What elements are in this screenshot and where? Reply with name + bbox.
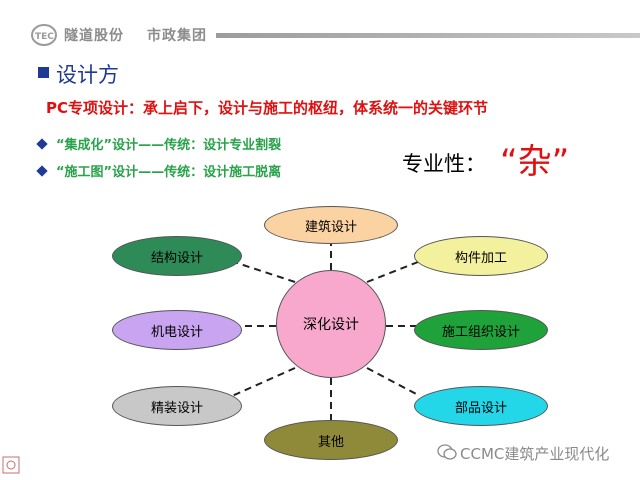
node-architecture-design: 建筑设计	[264, 206, 398, 244]
node-detailed-design-center: 深化设计	[276, 270, 386, 378]
professionalism-label: 专业性：	[402, 152, 486, 176]
node-structure-design: 结构设计	[112, 236, 242, 276]
node-parts-design: 部品设计	[414, 386, 548, 426]
complexity-label: “杂”	[500, 142, 570, 182]
pc-design-statement: PC专项设计：承上启下，设计与施工的枢纽，体系统一的关键环节	[46, 99, 489, 117]
node-mep-design: 机电设计	[112, 310, 242, 350]
node-label: 结构设计	[150, 250, 203, 266]
header: TEC 隧道股份 市政集团	[0, 0, 640, 46]
connector-lower-right	[366, 367, 421, 397]
company-name-1: 隧道股份	[64, 28, 124, 44]
node-construction-org-design: 施工组织设计	[414, 310, 548, 350]
node-label: 部品设计	[454, 400, 507, 416]
node-label: 机电设计	[150, 324, 203, 340]
node-interior-finish-design: 精装设计	[112, 386, 242, 426]
section-bullet-icon	[38, 67, 49, 78]
bullet-text: “施工图”设计——传统：设计施工脱离	[56, 165, 282, 180]
company-name-2: 市政集团	[147, 28, 207, 44]
watermark-text: CCMC建筑产业现代化	[460, 445, 610, 463]
node-other: 其他	[264, 420, 398, 460]
wechat-icon	[437, 444, 457, 460]
svg-text:TEC: TEC	[35, 32, 54, 42]
node-label: 施工组织设计	[441, 324, 520, 340]
corner-seal-icon	[2, 456, 20, 474]
header-divider	[216, 33, 640, 38]
node-label: 精装设计	[150, 400, 203, 416]
node-label: 构件加工	[454, 250, 507, 266]
bullet-text: “集成化”设计——传统：设计专业割裂	[56, 138, 282, 153]
center-label: 深化设计	[303, 317, 359, 333]
bullet-item: “施工图”设计——传统：设计施工脱离	[36, 161, 282, 180]
node-label: 建筑设计	[304, 219, 357, 235]
connector-upper-left	[233, 261, 296, 283]
node-component-processing: 构件加工	[414, 236, 548, 276]
company-logo-icon: TEC	[31, 24, 57, 46]
node-label: 其他	[317, 434, 344, 450]
bullet-item: “集成化”设计——传统：设计专业割裂	[36, 134, 282, 153]
connector-upper-right	[366, 261, 419, 283]
connector-lower-left	[231, 367, 296, 397]
section-title: 设计方	[56, 63, 119, 87]
